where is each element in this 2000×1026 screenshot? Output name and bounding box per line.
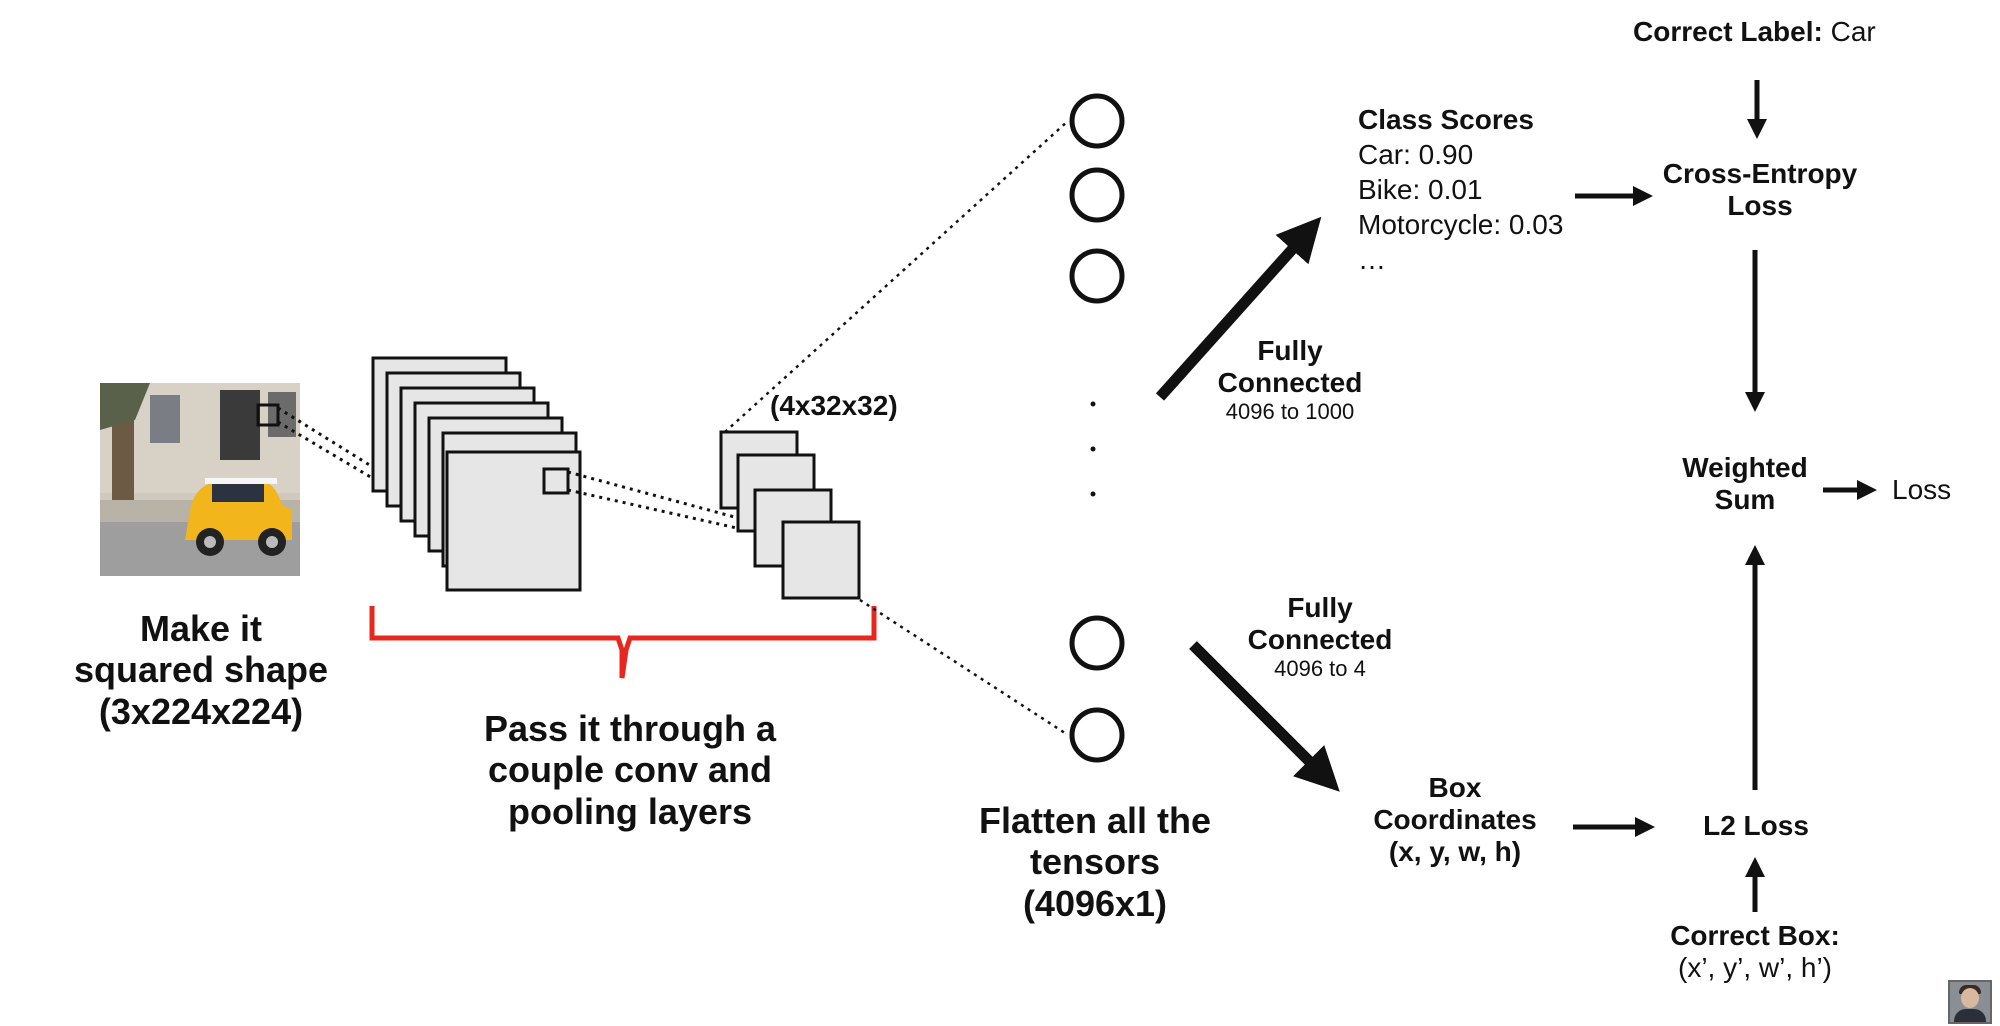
flatten-ellipsis-dots — [1090, 401, 1096, 497]
fc-bottom-title-line2: Connected — [1247, 624, 1393, 656]
weighted-sum-line1: Weighted — [1682, 452, 1808, 483]
fc-top-label: Fully Connected 4096 to 1000 — [1205, 335, 1375, 425]
fc-bottom-detail: 4096 to 4 — [1274, 656, 1366, 682]
cross-entropy-loss: Cross-Entropy Loss — [1640, 158, 1880, 222]
class-score-item: Motorcycle: 0.03 — [1358, 209, 1564, 240]
l2-loss: L2 Loss — [1703, 810, 1809, 841]
correct-label: Correct Label: Car — [1633, 16, 1876, 48]
correct-label-key: Correct Label: — [1633, 16, 1823, 47]
fc-bottom-arrow — [1189, 641, 1340, 792]
fc-top-arrow — [1155, 216, 1322, 401]
weighted-sum: Weighted Sum — [1660, 452, 1830, 516]
conv-caption-line2: couple conv and — [487, 749, 773, 791]
box-coords-line3: (x, y, w, h) — [1388, 836, 1522, 868]
conv-layers-brace — [369, 606, 877, 679]
correct-box: Correct Box: (x’, y’, w’, h’) — [1640, 920, 1870, 984]
box-coordinates: Box Coordinates (x, y, w, h) — [1360, 772, 1550, 869]
class-score-item: Bike: 0.01 — [1358, 174, 1483, 205]
total-loss-label: Loss — [1892, 474, 1952, 505]
class-score-item: … — [1358, 244, 1386, 275]
feature-size-label: (4x32x32) — [770, 390, 898, 421]
conv-projection-lines — [567, 470, 791, 542]
input-caption-line3: (3x224x224) — [98, 690, 304, 732]
conv-caption-line1: Pass it through a — [483, 708, 777, 749]
conv-layer-stack-small — [719, 430, 861, 600]
flatten-caption-line3: (4096x1) — [1022, 882, 1168, 924]
conv-layer-stack-large — [371, 356, 582, 592]
weighted-sum-line2: Sum — [1714, 484, 1776, 516]
conv-caption: Pass it through a couple conv and poolin… — [470, 708, 790, 832]
correct-box-line1: Correct Box: — [1670, 920, 1840, 951]
cross-entropy-line1: Cross-Entropy — [1662, 158, 1858, 189]
class-score-item: Car: 0.90 — [1358, 139, 1474, 170]
flatten-projection-lines — [724, 120, 1069, 737]
conv-patch-box — [542, 467, 570, 495]
class-scores-title: Class Scores — [1358, 104, 1534, 135]
input-caption-line2: squared shape — [73, 649, 329, 691]
fc-top-title-line2: Connected — [1217, 367, 1363, 399]
input-caption-line1: Make it — [139, 608, 263, 649]
flatten-caption-line1: Flatten all the — [978, 800, 1212, 841]
flatten-caption: Flatten all the tensors (4096x1) — [960, 800, 1230, 924]
fc-top-detail: 4096 to 1000 — [1225, 399, 1355, 425]
input-caption: Make it squared shape (3x224x224) — [70, 608, 332, 732]
presenter-avatar — [1948, 980, 1992, 1024]
fc-bottom-title-line1: Fully — [1287, 592, 1353, 623]
input-car-image — [100, 383, 300, 576]
flatten-neurons — [1069, 93, 1125, 763]
conv-caption-line3: pooling layers — [507, 790, 753, 832]
box-coords-line2: Coordinates — [1373, 804, 1537, 836]
fc-top-title-line1: Fully — [1257, 335, 1323, 366]
class-scores: Class Scores Car: 0.90 Bike: 0.01 Motorc… — [1358, 102, 1563, 277]
correct-label-value: Car — [1830, 16, 1876, 47]
input-patch-box — [256, 403, 280, 427]
flatten-caption-line2: tensors — [1029, 841, 1161, 883]
cross-entropy-line2: Loss — [1727, 190, 1793, 222]
box-coords-line1: Box — [1428, 772, 1482, 803]
correct-box-line2: (x’, y’, w’, h’) — [1678, 952, 1832, 984]
fc-bottom-label: Fully Connected 4096 to 4 — [1235, 592, 1405, 682]
